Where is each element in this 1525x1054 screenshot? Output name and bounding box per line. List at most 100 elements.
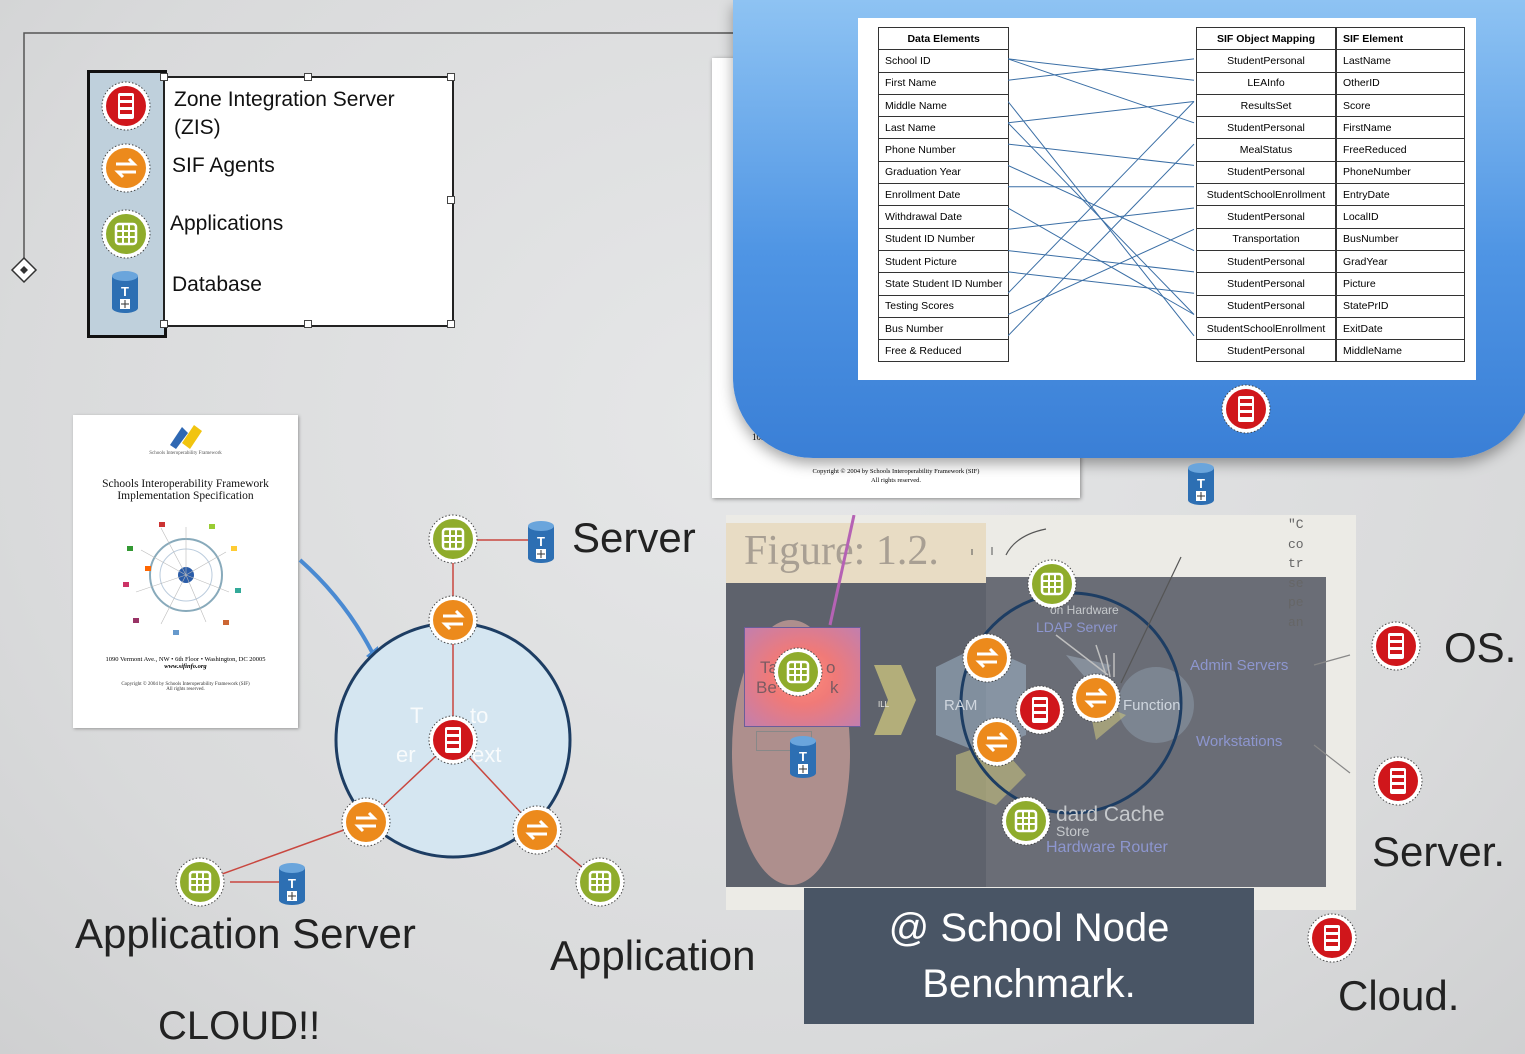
shot-on-hardware: on Hardware bbox=[1050, 603, 1119, 617]
application-icon bbox=[772, 646, 824, 703]
hub-text-er: er bbox=[396, 742, 416, 767]
doc-diagram-figure bbox=[122, 522, 241, 635]
resize-handle[interactable] bbox=[160, 73, 168, 81]
database-icon: T bbox=[526, 520, 556, 569]
shot-ram: RAM bbox=[944, 697, 978, 714]
mapping-line bbox=[1008, 101, 1195, 124]
application-icon bbox=[100, 208, 152, 265]
mapping-line bbox=[1008, 228, 1195, 315]
mapping-cell: School ID bbox=[877, 49, 1010, 73]
doc2-copyright: Copyright © 2004 by Schools Interoperabi… bbox=[812, 468, 980, 475]
mapping-cell: Graduation Year bbox=[877, 160, 1010, 185]
application-icon bbox=[1000, 795, 1052, 852]
shot-ta: Ta bbox=[760, 658, 778, 677]
resize-handle[interactable] bbox=[447, 196, 455, 204]
legend-label-zis: Zone Integration Server (ZIS) bbox=[174, 88, 395, 139]
mapping-line bbox=[1008, 271, 1195, 294]
code-line: an bbox=[1288, 614, 1304, 630]
label-application-server: Application Server bbox=[75, 910, 416, 957]
database-icon: T bbox=[277, 862, 307, 911]
mapping-cell: Withdrawal Date bbox=[877, 205, 1010, 229]
benchmark-banner: @ School Node Benchmark. bbox=[804, 888, 1254, 1024]
shot-workstations: Workstations bbox=[1196, 733, 1283, 750]
mapping-cell: StudentPersonal bbox=[1196, 160, 1336, 185]
resize-handle[interactable] bbox=[160, 320, 168, 328]
mapping-cell: StudentPersonal bbox=[1196, 294, 1336, 318]
mapping-cell: Last Name bbox=[877, 116, 1010, 140]
svg-text:T: T bbox=[799, 749, 807, 764]
server-icon bbox=[1370, 620, 1422, 677]
label-server: Server bbox=[572, 514, 696, 561]
shot-ldap: LDAP Server bbox=[1036, 619, 1118, 635]
svg-text:T: T bbox=[288, 876, 296, 891]
agent-icon bbox=[511, 804, 563, 861]
label-application: Application bbox=[550, 932, 756, 979]
svg-text:T: T bbox=[1197, 476, 1205, 491]
resize-handle[interactable] bbox=[447, 320, 455, 328]
mapping-cell: LastName bbox=[1336, 49, 1465, 73]
mapping-lines bbox=[1008, 58, 1195, 337]
shot-o: o bbox=[826, 658, 836, 677]
label-cloud: Cloud. bbox=[1338, 972, 1460, 1019]
server-icon bbox=[427, 714, 479, 771]
mapping-cell: Middle Name bbox=[877, 93, 1010, 118]
shot-ill: ILL bbox=[878, 700, 890, 709]
mapping-line bbox=[1008, 143, 1195, 166]
svg-text:T: T bbox=[537, 534, 545, 549]
agent-icon bbox=[427, 594, 479, 651]
svg-text:T: T bbox=[121, 284, 129, 299]
label-cloud-caps: CLOUD!! bbox=[158, 1004, 321, 1048]
doc-title-1: Schools Interoperability Framework bbox=[102, 478, 269, 490]
mapping-cell: StudentPersonal bbox=[1196, 339, 1336, 363]
mapping-cell: Phone Number bbox=[877, 138, 1010, 162]
mapping-cell: Student Picture bbox=[877, 249, 1010, 274]
shot-admin: Admin Servers bbox=[1190, 657, 1289, 674]
mapping-cell: FreeReduced bbox=[1336, 138, 1465, 162]
code-line: pe bbox=[1288, 595, 1304, 610]
spec-document-thumbnail[interactable]: Schools Interoperability Framework Schoo… bbox=[73, 415, 298, 728]
mapping-line bbox=[1008, 164, 1195, 252]
label-os: OS. bbox=[1444, 624, 1517, 671]
legend-label-database: Database bbox=[172, 273, 262, 296]
hub-text-ext: ext bbox=[472, 742, 502, 767]
application-icon bbox=[1026, 558, 1078, 615]
shot-be: Be bbox=[756, 678, 777, 697]
hub-text-to: to bbox=[470, 703, 489, 728]
code-line: "C bbox=[1288, 517, 1304, 532]
resize-handle[interactable] bbox=[304, 73, 312, 81]
shot-store: Store bbox=[1056, 823, 1090, 839]
doc2-rights: All rights reserved. bbox=[870, 477, 921, 484]
server-icon bbox=[1014, 684, 1066, 741]
mapping-line bbox=[1008, 58, 1195, 124]
hub-text-t: T bbox=[410, 703, 424, 728]
database-icon: T bbox=[1186, 462, 1216, 511]
server-icon bbox=[1220, 383, 1272, 440]
code-line: tr bbox=[1288, 556, 1304, 571]
sif-element-header: SIF Element bbox=[1336, 26, 1465, 51]
doc-url: www.sifinfo.org bbox=[164, 663, 207, 670]
code-line: co bbox=[1288, 536, 1304, 552]
label-server-2: Server. bbox=[1372, 828, 1506, 875]
application-icon bbox=[174, 856, 226, 913]
mapping-cell: ResultsSet bbox=[1196, 93, 1336, 118]
shot-cache: dard Cache bbox=[1056, 803, 1165, 826]
agent-icon bbox=[340, 796, 392, 853]
doc-title-2: Implementation Specification bbox=[117, 490, 254, 502]
mapping-line bbox=[1008, 207, 1195, 230]
shot-k: k bbox=[830, 678, 839, 697]
mapping-cell: ExitDate bbox=[1336, 316, 1465, 341]
legend-label-agents: SIF Agents bbox=[172, 154, 275, 177]
database-icon: T bbox=[788, 735, 818, 784]
mapping-line bbox=[1008, 143, 1195, 337]
shot-function: Function bbox=[1123, 697, 1181, 714]
resize-handle[interactable] bbox=[304, 320, 312, 328]
connector-lines bbox=[10, 32, 740, 284]
resize-handle[interactable] bbox=[447, 73, 455, 81]
mapping-cell: Free & Reduced bbox=[877, 339, 1010, 363]
